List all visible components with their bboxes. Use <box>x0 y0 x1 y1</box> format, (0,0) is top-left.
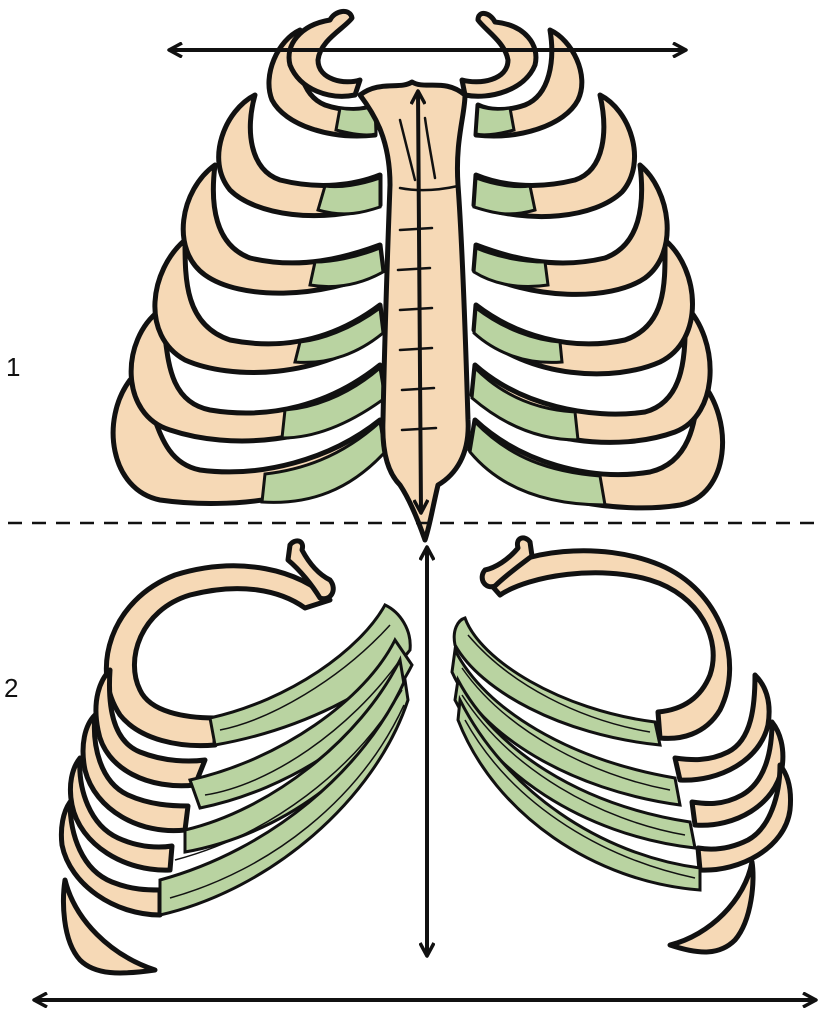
right-cartilage-fiber-4 <box>464 719 696 879</box>
left-cartilage-4 <box>308 245 385 289</box>
right-lower-cartilage-1 <box>452 616 662 747</box>
right-cartilage-fiber-2 <box>461 667 671 791</box>
left-lower-rib-3 <box>80 712 191 834</box>
right-lower-rib-1 <box>482 548 733 741</box>
left-cartilage-fiber-4 <box>169 704 405 899</box>
left-cartilage-fiber-1 <box>219 624 391 731</box>
right-costal-cartilages <box>468 103 607 507</box>
left-cartilage-fiber-2 <box>204 659 401 796</box>
arrows <box>35 50 815 1000</box>
left-cartilage-3 <box>316 175 382 216</box>
right-lower-cartilages <box>450 616 702 892</box>
right-cartilage-4 <box>472 245 550 289</box>
right-lower-rib-3 <box>689 719 786 828</box>
right-cartilage-5 <box>472 305 564 364</box>
left-cartilage-2 <box>334 103 378 137</box>
left-lower-cartilage-1 <box>208 603 412 747</box>
left-costal-cartilages <box>260 103 387 504</box>
left-floating-rib <box>61 877 158 976</box>
left-cartilage-fiber-3 <box>174 689 403 861</box>
right-cartilage-fiber-3 <box>461 694 686 836</box>
right-cartilage-fiber-1 <box>467 634 651 733</box>
left-lower-rib-2 <box>93 667 208 789</box>
right-first-rib <box>459 11 539 99</box>
left-cartilage-7 <box>260 419 387 504</box>
right-cartilage-6 <box>470 364 580 442</box>
right-lower-rib-2 <box>672 672 772 783</box>
manubrium-joint <box>398 184 460 192</box>
right-lower-cartilage-4 <box>456 694 702 892</box>
section-label-2: 2 <box>4 673 19 703</box>
left-cartilage-6 <box>280 365 387 440</box>
left-first-rib <box>286 9 363 99</box>
right-cartilage-2 <box>474 103 516 137</box>
left-clavicle-stub <box>285 538 336 602</box>
right-lower-rib-4 <box>695 762 793 873</box>
right-cartilage-3 <box>472 175 537 216</box>
right-clavicle-stub <box>479 535 535 590</box>
left-lower-rib-4 <box>67 755 175 873</box>
right-lower-cage <box>479 535 793 955</box>
left-lower-cartilages <box>158 603 414 917</box>
left-lower-cartilage-4 <box>158 674 410 917</box>
right-floating-rib <box>667 859 756 955</box>
expanded-lower-ribs <box>58 535 793 976</box>
right-cartilage-7 <box>468 418 607 507</box>
first-ribs <box>286 9 539 99</box>
left-cartilage-5 <box>293 305 385 364</box>
sternum-length-arrow <box>418 92 421 512</box>
section-label-1: 1 <box>6 352 21 382</box>
intact-rib-cage <box>110 9 726 543</box>
left-lower-rib-5 <box>58 799 163 918</box>
left-lower-cage <box>58 538 336 976</box>
